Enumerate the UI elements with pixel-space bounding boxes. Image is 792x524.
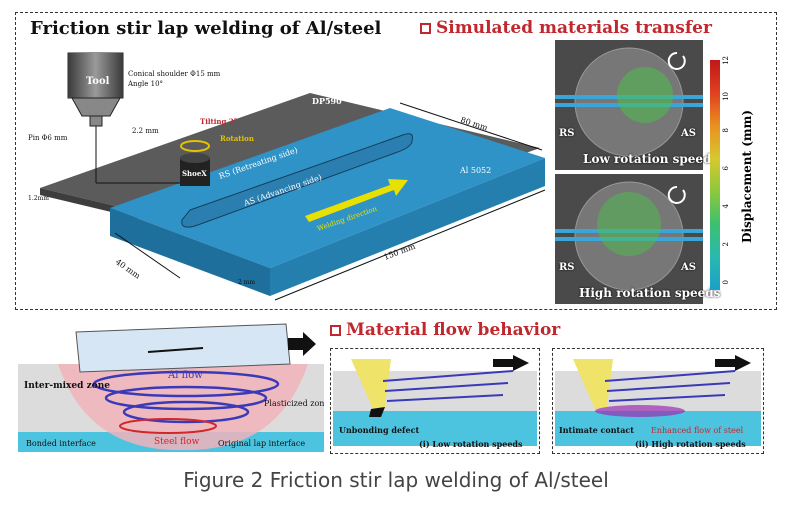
flow-direction-arrow-icon [288,332,316,356]
welding-setup-diagram: Tool Conical shoulder Φ15 mm Angle 10° P… [28,52,546,301]
tilting-label: Tilting 2° [200,117,237,126]
tool-pin [89,115,103,127]
flow-schematic: Al flow Steel flow Inter-mixed zone Plas… [18,323,324,452]
shoulder-spec: Conical shoulder Φ15 mm [128,70,221,78]
steel-label: DP590 [312,96,342,106]
sim-low-rotation-icon [667,51,686,70]
colorbar-ticks: 12 10 8 6 4 2 0 [722,56,736,296]
aluminum-plate-front [110,208,270,296]
colorbar-tick-10: 10 [722,92,730,101]
dim-thk-steel: 1.2mm [28,195,49,202]
colorbar-tick-4: 4 [722,204,730,209]
sim-high-graphic [555,181,703,291]
plasticized-label: Plasticized zone [264,399,324,408]
low-caption: (i) Low rotation speeds [419,439,523,449]
original-label: Original lap interface [218,439,305,448]
colorbar [710,60,720,290]
colorbar-label: Displacement (mm) [740,110,754,243]
shoe-tool-top [180,153,210,163]
high-steel-layer [555,411,761,446]
low-flow-lines [382,370,514,402]
colorbar-tick-0: 0 [722,280,730,285]
sim-high-label: High rotation speeds [579,286,721,300]
tool-label: Tool [86,76,110,87]
angle-spec: Angle 10° [127,80,163,88]
shoe-label: ShoeX [182,169,207,178]
sim-high-rotation-icon [667,185,686,204]
welding-direction-arrow-icon [305,179,408,222]
low-direction-arrow-icon [493,355,529,371]
flow-tool [75,323,291,373]
pin-spec: Pin Φ6 mm [28,134,68,142]
high-tool-shape [573,359,613,409]
high-caption: (ii) High rotation speeds [635,439,746,449]
pin-length: 2.2 mm [132,127,159,135]
dim-line-width [114,232,181,279]
simulation-title-wrap: Simulated materials transfer [420,18,712,38]
steel-flow-label: Steel flow [154,437,200,447]
enhanced-label: Enhanced flow of steel [651,426,744,435]
sim-panel-high: RS AS High rotation speeds [555,174,720,304]
sim-low-graphic [555,47,703,157]
al-label: Al 5052 [459,166,491,175]
sim-low-rs: RS [559,128,575,139]
sim-high-rs: RS [559,262,575,273]
intermixed-label: Inter-mixed zone [24,381,110,391]
sim-low-as: AS [681,128,696,139]
sim-low-particles [617,67,673,123]
dim-line-top [399,102,543,151]
sim-panel-low: RS AS Low rotation speeds [555,40,718,170]
al-flow-lines [92,370,280,424]
checkbox-square-icon-2 [330,325,341,336]
al-flow-label: Al flow [167,370,203,381]
sim-high-as: AS [681,262,696,273]
aluminum-plate-side [270,158,545,296]
flow-rotation-arrow-icon [147,347,204,353]
intimate-label: Intimate contact [559,425,634,435]
setup-title: Friction stir lap welding of Al/steel [30,18,382,39]
rotation-arrow-icon [180,140,210,152]
sim-high-particles [597,192,661,256]
low-tool-shape [351,359,391,409]
colorbar-tick-6: 6 [722,166,730,171]
colorbar-tick-8: 8 [722,128,730,133]
flow-title: Material flow behavior [346,320,561,340]
figure-caption: Figure 2 Friction stir lap welding of Al… [183,468,609,492]
flow-title-wrap: Material flow behavior [330,320,560,340]
high-speed-frame [552,348,764,454]
high-mixed-zone [595,405,685,417]
low-steel-layer [333,411,537,446]
aluminum-plate [110,108,545,268]
tool-shoulder [71,97,121,117]
high-direction-arrow-icon [715,355,751,371]
low-speed-frame [330,348,540,454]
high-flow-lines [604,370,736,402]
bonded-label: Bonded interface [26,439,96,448]
high-speed-diagram: Intimate contact Enhanced flow of steel … [555,355,761,449]
rotation-label: Rotation [220,134,254,143]
colorbar-tick-12: 12 [722,56,730,65]
dim-line-length [274,189,546,301]
unbonding-label: Unbonding defect [339,425,419,435]
colorbar-tick-2: 2 [722,242,730,247]
sim-low-label: Low rotation speeds [583,152,719,166]
checkbox-square-icon [420,23,431,34]
simulation-title: Simulated materials transfer [436,18,712,38]
steel-flow-lines [119,418,217,434]
low-defect-mark [369,407,385,417]
tool-shade [68,53,123,98]
dim-width: 40 mm [114,257,142,281]
weld-track [181,133,413,228]
plasticized-zone-shape [58,364,308,451]
low-speed-diagram: Unbonding defect (i) Low rotation speeds [333,355,537,449]
top-panel-frame [15,12,777,310]
dim-thk-al: 2 mm [238,279,255,286]
